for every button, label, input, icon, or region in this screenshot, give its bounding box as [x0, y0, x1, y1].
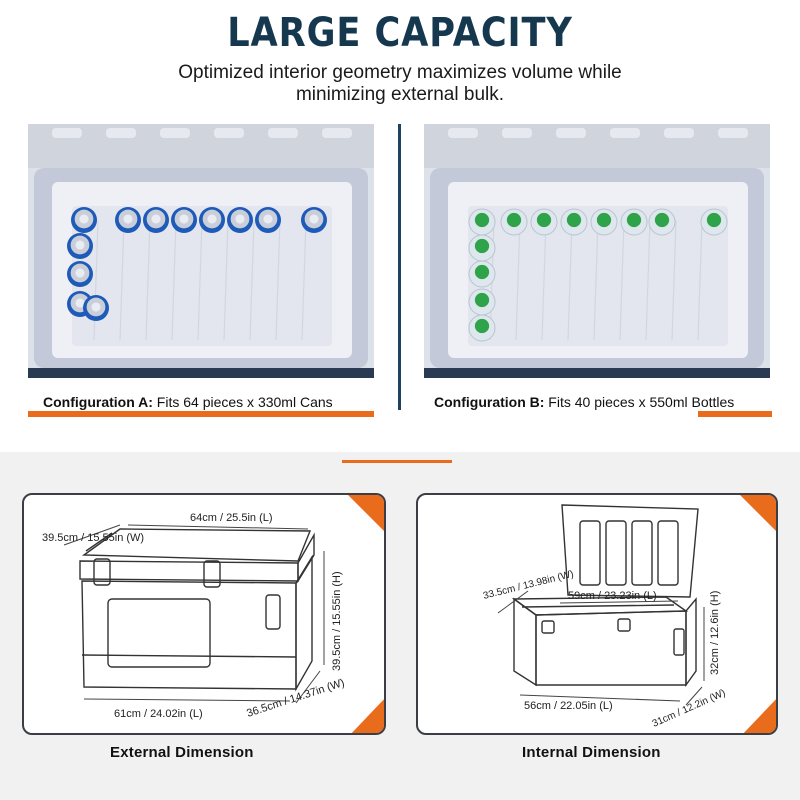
floor-groove — [645, 219, 651, 341]
floor-groove — [145, 219, 151, 341]
external-dimension-caption: External Dimension — [110, 744, 254, 761]
cooler-outline — [79, 528, 315, 692]
can-tab — [91, 302, 101, 312]
floor-groove — [275, 219, 281, 341]
can-tab — [75, 268, 85, 278]
internal-dimension-caption: Internal Dimension — [522, 744, 661, 761]
cooler-floor — [468, 206, 728, 346]
cooler-floor — [72, 206, 332, 346]
bottle-cap — [506, 212, 522, 228]
section-divider — [398, 124, 401, 410]
internal-cooler-diagram: 59cm / 23.23in (L) 33.5cm / 13.98in (W) … — [482, 495, 776, 733]
internal-length-top-label: 59cm / 23.23in (L) — [568, 590, 657, 602]
internal-width-bottom-label: 31cm / 12.2in (W) — [651, 688, 728, 730]
floor-groove — [619, 219, 625, 341]
cooler-cans-photo — [28, 124, 374, 378]
can-tab — [123, 214, 133, 224]
external-length-bottom-label: 61cm / 24.02in (L) — [114, 708, 203, 720]
cooler-base-edge — [28, 368, 374, 378]
external-height-label: 39.5cm / 15.55in (H) — [331, 571, 343, 671]
bottle-cap — [474, 212, 490, 228]
external-length-top-label: 64cm / 25.5in (L) — [190, 512, 273, 524]
can-tab — [207, 214, 217, 224]
card-corner-accent — [740, 495, 776, 531]
configuration-b-text: Fits 40 pieces x 550ml Bottles — [544, 394, 735, 410]
bottle-cap — [654, 212, 670, 228]
lid-rib — [718, 128, 748, 138]
floor-groove — [301, 219, 307, 341]
lid-rib — [214, 128, 244, 138]
caption-underline-a — [28, 411, 374, 417]
can-tab — [75, 240, 85, 250]
cooler-lid — [424, 124, 770, 168]
cooler-base-edge — [424, 368, 770, 378]
subtitle-line-1: Optimized interior geometry maximizes vo… — [178, 62, 622, 83]
bottle-cap — [596, 212, 612, 228]
page-title: LARGE CAPACITY — [227, 10, 573, 56]
internal-dimension-card: 59cm / 23.23in (L) 33.5cm / 13.98in (W) … — [416, 493, 778, 735]
open-cooler-outline — [511, 504, 699, 688]
floor-groove — [223, 219, 229, 341]
page-subtitle: Optimized interior geometry maximizes vo… — [0, 62, 800, 106]
external-dimension-card: 64cm / 25.5in (L) 39.5cm / 15.55in (W) 3… — [22, 493, 386, 735]
floor-groove — [171, 219, 177, 341]
lid-rib — [664, 128, 694, 138]
can-tab — [151, 214, 161, 224]
configuration-b-label: Configuration B: — [434, 394, 545, 410]
can-tab — [75, 298, 85, 308]
floor-groove — [197, 219, 203, 341]
floor-groove — [541, 219, 547, 341]
cooler-bottles-photo — [424, 124, 770, 378]
can-tab — [235, 214, 245, 224]
can-tab — [179, 214, 189, 224]
can-tab — [79, 214, 89, 224]
card-corner-accent — [348, 495, 384, 531]
floor-groove — [671, 219, 677, 341]
floor-groove — [567, 219, 573, 341]
lid-rib — [268, 128, 298, 138]
dimension-lines — [63, 524, 325, 704]
internal-width-top-label: 33.5cm / 13.98in (W) — [482, 569, 575, 602]
bottle-cap — [566, 212, 582, 228]
caption-underline-b — [698, 411, 772, 417]
lid-rib — [448, 128, 478, 138]
lid-rib — [502, 128, 532, 138]
card-corner-accent — [743, 699, 776, 733]
lid-rib — [556, 128, 586, 138]
configuration-b-caption: Configuration B: Fits 40 pieces x 550ml … — [434, 388, 734, 416]
bottle-cap — [474, 238, 490, 254]
bottle-cap — [706, 212, 722, 228]
floor-groove — [119, 219, 125, 341]
bottle-cap — [474, 292, 490, 308]
bottle-cap — [536, 212, 552, 228]
can-tab — [263, 214, 273, 224]
cooler-lid — [28, 124, 374, 168]
configuration-a-label: Configuration A: — [43, 394, 153, 410]
bottle-cap — [474, 264, 490, 280]
subtitle-line-2: minimizing external bulk. — [295, 84, 505, 105]
configuration-a-text: Fits 64 pieces x 330ml Cans — [152, 394, 333, 410]
card-corner-accent — [351, 699, 384, 733]
lid-rib — [610, 128, 640, 138]
lid-rib — [322, 128, 352, 138]
configuration-a-caption: Configuration A: Fits 64 pieces x 330ml … — [43, 388, 333, 416]
section-accent-line — [342, 460, 452, 463]
internal-length-bottom-label: 56cm / 22.05in (L) — [524, 700, 613, 712]
external-cooler-diagram: 64cm / 25.5in (L) 39.5cm / 15.55in (W) 3… — [42, 495, 384, 733]
floor-groove — [697, 219, 703, 341]
lid-rib — [160, 128, 190, 138]
internal-height-label: 32cm / 12.6in (H) — [709, 591, 721, 675]
lid-rib — [106, 128, 136, 138]
lid-rib — [52, 128, 82, 138]
cooler-bottles-illustration — [424, 124, 770, 378]
floor-groove — [249, 219, 255, 341]
bottle-cap — [474, 318, 490, 334]
dimension-lines — [497, 590, 705, 706]
floor-groove — [593, 219, 599, 341]
floor-groove — [515, 219, 521, 341]
can-tab — [309, 214, 319, 224]
cooler-cans-illustration — [28, 124, 374, 378]
external-width-top-label: 39.5cm / 15.55in (W) — [42, 532, 144, 544]
bottle-cap — [626, 212, 642, 228]
